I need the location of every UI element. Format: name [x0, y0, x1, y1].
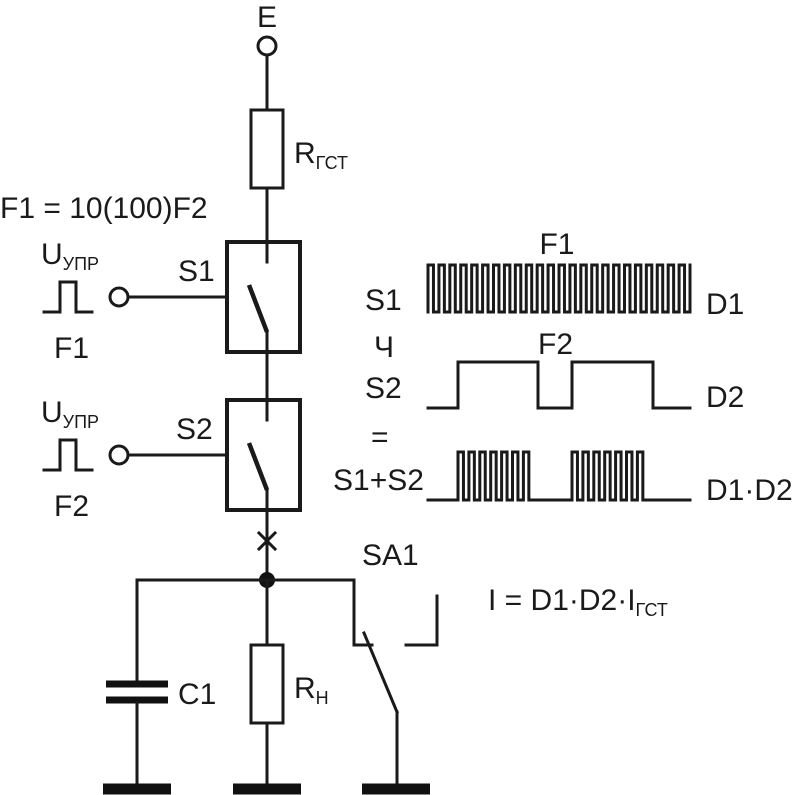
ctrl1-pulse-icon: [42, 280, 94, 314]
waveform-d1-d2: [426, 450, 692, 502]
switch-sa1-lever: [362, 631, 399, 714]
waveform-d2: [426, 360, 692, 410]
timing-row1-left: S1: [365, 284, 402, 317]
f2-input-label: F2: [54, 490, 89, 523]
c1-label: C1: [178, 678, 216, 711]
resistor-rgst: [249, 108, 285, 190]
rgst-label: RГСТ: [294, 137, 348, 173]
f1-input-label: F1: [54, 332, 89, 365]
timing-row2-right: D2: [706, 381, 744, 414]
ctrl2-pulse-icon: [42, 438, 94, 472]
freq-relation-label: F1 = 10(100)F2: [0, 192, 208, 225]
formula-label: I = D1·D2·IГСТ: [488, 584, 668, 620]
rn-label: RН: [294, 672, 329, 708]
sa1-label: SA1: [362, 539, 419, 572]
timing-f2-title: F2: [538, 328, 573, 361]
s2-label: S2: [176, 413, 213, 446]
timing-f1-title: F1: [539, 228, 574, 261]
switch-s1-contact: [246, 284, 270, 333]
u-ctrl-1-label: UУПР: [41, 238, 99, 274]
u-ctrl-2-label: UУПР: [41, 396, 99, 432]
ctrl2-terminal: [108, 444, 130, 466]
timing-op-and: Ч: [374, 331, 394, 364]
supply-label: E: [257, 1, 277, 34]
timing-op-eq: =: [371, 421, 389, 454]
waveform-d1: [426, 263, 692, 314]
timing-row3-right: D1·D2: [706, 474, 793, 507]
switch-s1-box: [225, 240, 302, 354]
supply-terminal: [256, 35, 278, 57]
switch-s2-contact: [246, 442, 270, 491]
ctrl1-terminal: [108, 286, 130, 308]
timing-row1-right: D1: [706, 288, 744, 321]
switch-sa1-bracket: [404, 594, 439, 647]
s1-label: S1: [178, 255, 215, 288]
resistor-rn: [249, 643, 285, 725]
timing-row3-left: S1+S2: [333, 464, 424, 497]
switch-s2-box: [225, 398, 302, 512]
timing-row2-left: S2: [365, 372, 402, 405]
